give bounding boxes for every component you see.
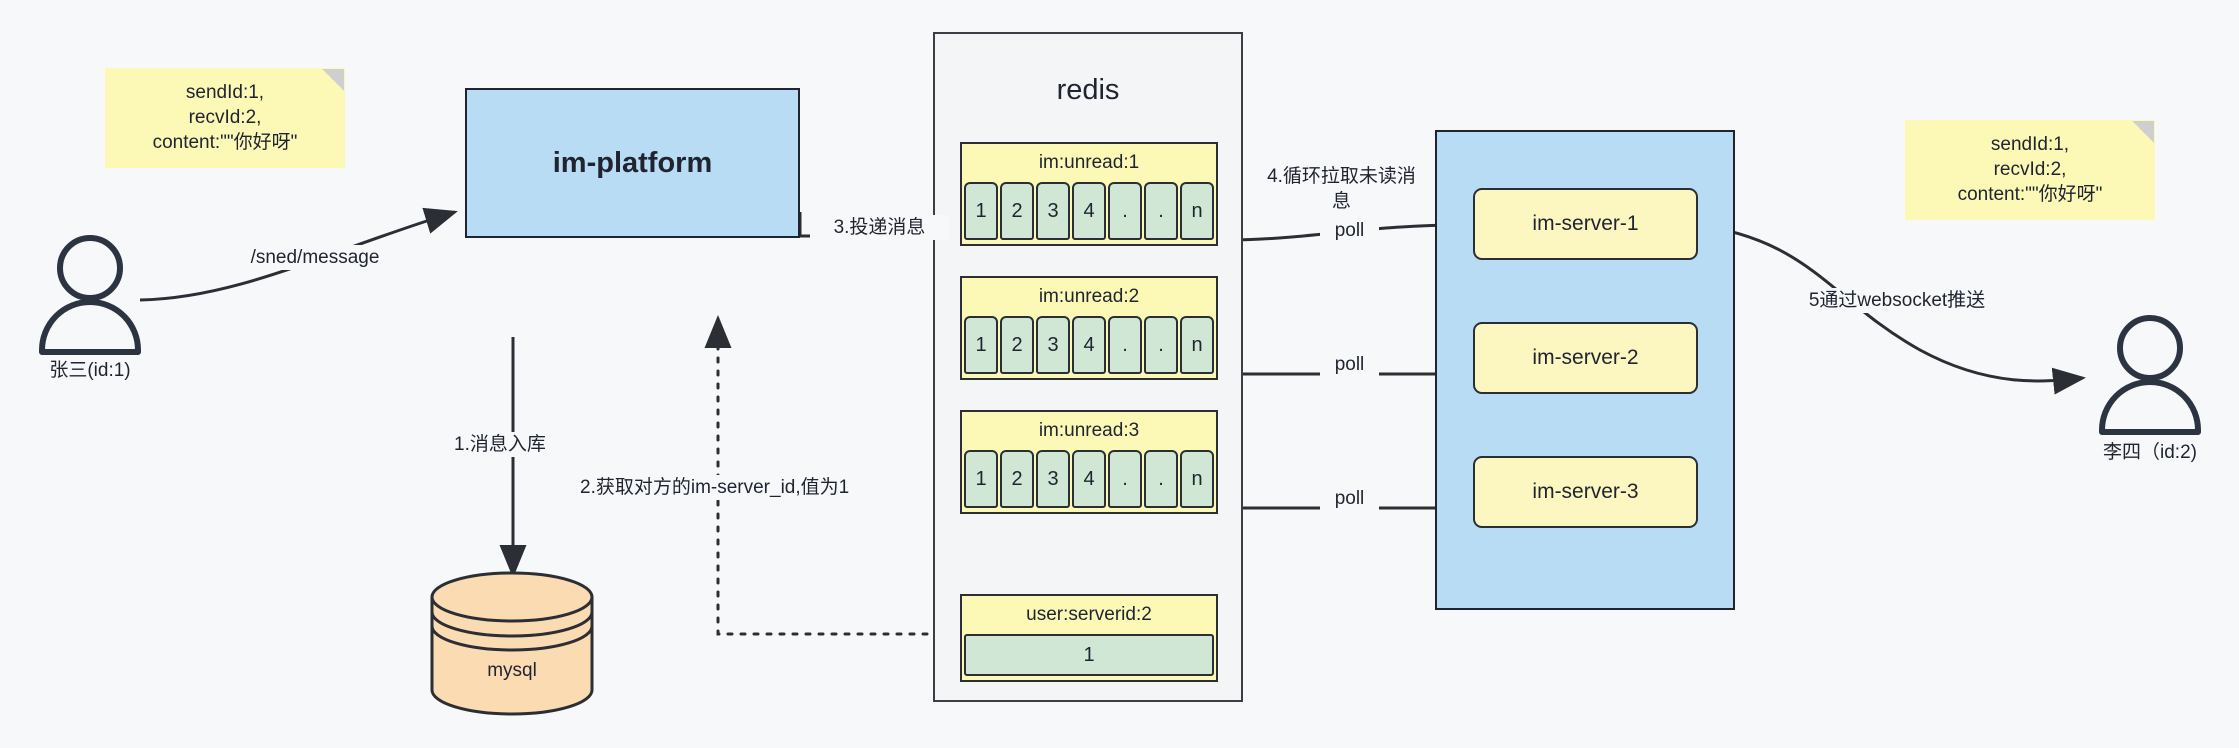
edge-step2 bbox=[704, 315, 955, 636]
actor-label-receiver: 李四（id:2) bbox=[2103, 442, 2197, 463]
node-im-platform[interactable]: im-platform bbox=[465, 88, 800, 238]
actor-label-sender: 张三(id:1) bbox=[49, 360, 131, 381]
redis-cell: 4 bbox=[1072, 316, 1106, 374]
redis-cell: n bbox=[1180, 182, 1214, 240]
redis-key-cells-3: 1 2 3 4 . . n bbox=[962, 450, 1216, 510]
edge-step5 bbox=[1689, 222, 2086, 395]
redis-cell: . bbox=[1108, 450, 1142, 508]
redis-key-cells-2: 1 2 3 4 . . n bbox=[962, 316, 1216, 376]
node-im-platform-label: im-platform bbox=[552, 146, 713, 179]
note-right: sendId:1, recvId:2, content:""你好呀" bbox=[1905, 120, 2155, 220]
node-im-server-3-label: im-server-3 bbox=[1532, 480, 1639, 503]
node-im-server-1[interactable]: im-server-1 bbox=[1473, 188, 1698, 260]
user-icon-receiver bbox=[2099, 315, 2201, 435]
redis-cell: n bbox=[1180, 450, 1214, 508]
edge-label-poll-2: poll bbox=[1320, 352, 1379, 377]
note-fold-icon bbox=[2132, 121, 2154, 143]
redis-cell: 1 bbox=[964, 182, 998, 240]
redis-key-name: im:unread:3 bbox=[962, 412, 1216, 450]
edge-label-send-message: /sned/message bbox=[228, 245, 402, 270]
redis-cell: 2 bbox=[1000, 450, 1034, 508]
node-mysql-label: mysql bbox=[487, 660, 537, 681]
redis-cell: . bbox=[1108, 182, 1142, 240]
note-left: sendId:1, recvId:2, content:""你好呀" bbox=[105, 68, 345, 168]
edge-label-poll-1: poll bbox=[1320, 218, 1379, 243]
mysql-cylinder bbox=[430, 571, 594, 716]
node-im-server-2-label: im-server-2 bbox=[1532, 346, 1639, 369]
redis-cell: 1 bbox=[964, 316, 998, 374]
redis-key-group-3: im:unread:3 1 2 3 4 . . n bbox=[960, 410, 1218, 514]
note-right-text: sendId:1, recvId:2, content:""你好呀" bbox=[1957, 133, 2103, 205]
redis-cell: 4 bbox=[1072, 450, 1106, 508]
edge-label-step4: 4.循环拉取未读消 息 bbox=[1252, 164, 1431, 214]
redis-cell: n bbox=[1180, 316, 1214, 374]
node-redis-label: redis bbox=[1056, 74, 1120, 106]
redis-cell: 4 bbox=[1072, 182, 1106, 240]
redis-cell: 3 bbox=[1036, 182, 1070, 240]
note-left-text: sendId:1, recvId:2, content:""你好呀" bbox=[152, 81, 298, 153]
redis-kv-value: 1 bbox=[964, 634, 1214, 676]
redis-key-group-2: im:unread:2 1 2 3 4 . . n bbox=[960, 276, 1218, 380]
node-im-server-1-label: im-server-1 bbox=[1532, 212, 1639, 235]
user-icon-sender bbox=[39, 235, 141, 355]
redis-key-cells-1: 1 2 3 4 . . n bbox=[962, 182, 1216, 242]
redis-cell: 3 bbox=[1036, 450, 1070, 508]
node-im-server-3[interactable]: im-server-3 bbox=[1473, 456, 1698, 528]
redis-cell: . bbox=[1144, 182, 1178, 240]
edge-label-step3: 3.投递消息 bbox=[810, 215, 949, 240]
note-fold-icon bbox=[322, 69, 344, 91]
edge-label-step1: 1.消息入库 bbox=[452, 432, 586, 457]
edge-label-step5: 5通过websocket推送 bbox=[1780, 288, 2014, 313]
redis-cell: 1 bbox=[964, 450, 998, 508]
node-im-server-2[interactable]: im-server-2 bbox=[1473, 322, 1698, 394]
redis-cell: 2 bbox=[1000, 182, 1034, 240]
edge-label-step2: 2.获取对方的im-server_id,值为1 bbox=[578, 475, 882, 500]
redis-key-name: im:unread:1 bbox=[962, 144, 1216, 182]
redis-kv-name: user:serverid:2 bbox=[962, 596, 1216, 634]
redis-cell: 2 bbox=[1000, 316, 1034, 374]
redis-cell: . bbox=[1144, 316, 1178, 374]
redis-key-name: im:unread:2 bbox=[962, 278, 1216, 316]
redis-kv-user-serverid: user:serverid:2 1 bbox=[960, 594, 1218, 682]
redis-cell: 3 bbox=[1036, 316, 1070, 374]
redis-key-group-1: im:unread:1 1 2 3 4 . . n bbox=[960, 142, 1218, 246]
redis-cell: . bbox=[1108, 316, 1142, 374]
redis-cell: . bbox=[1144, 450, 1178, 508]
edge-label-poll-3: poll bbox=[1320, 486, 1379, 511]
